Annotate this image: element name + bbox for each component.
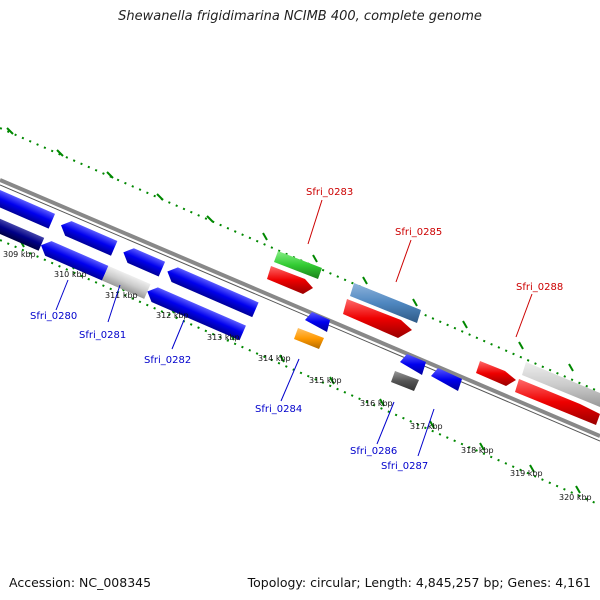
tick-label: 312 kbp <box>156 311 189 320</box>
tick-label: 315 kbp <box>309 376 342 385</box>
gene-label-sfri-0287[interactable]: Sfri_0287 <box>381 461 428 472</box>
gene-labels[interactable]: Sfri_0280 Sfri_0281 Sfri_0282 Sfri_0283 … <box>30 187 563 472</box>
cds-sfri-0288-gray[interactable] <box>522 362 600 407</box>
tick-label: 313 kbp <box>207 333 240 342</box>
cds-sfri-0283[interactable] <box>267 266 313 294</box>
gene-label-sfri-0281[interactable]: Sfri_0281 <box>79 330 126 341</box>
cds-arrow[interactable] <box>120 245 166 277</box>
feature-boxes[interactable] <box>267 251 600 425</box>
gene-label-sfri-0282[interactable]: Sfri_0282 <box>144 355 191 366</box>
tick-label: 318 kbp <box>461 446 494 455</box>
backbone-inner <box>0 184 600 442</box>
cds-arrow[interactable] <box>0 182 56 229</box>
gene-label-sfri-0284[interactable]: Sfri_0284 <box>255 404 302 415</box>
cds-sfri-0284[interactable] <box>305 312 330 332</box>
tick-label: 314 kbp <box>258 354 291 363</box>
tick-label: 317 kbp <box>410 422 443 431</box>
tick-label: 309 kbp <box>3 250 36 259</box>
cds-arrow[interactable] <box>515 379 600 425</box>
tick-label: 310 kbp <box>54 270 87 279</box>
tick-label: 319 kbp <box>510 469 543 478</box>
gene-label-sfri-0283[interactable]: Sfri_0283 <box>306 187 353 198</box>
cds-arrow[interactable] <box>164 264 259 318</box>
gene-callout-lines <box>55 199 533 457</box>
cds-arrow[interactable] <box>38 238 109 281</box>
accession-text: Accession: NC_008345 <box>9 575 152 590</box>
cds-arrow[interactable] <box>0 210 45 251</box>
cds-arrow[interactable] <box>102 265 151 299</box>
gene-label-sfri-0285[interactable]: Sfri_0285 <box>395 227 442 238</box>
cds-sfri-0284-orange[interactable] <box>294 328 324 349</box>
tick-label: 320 kbp <box>559 493 592 502</box>
outer-ring-ticks <box>6 127 574 372</box>
cds-sfri-0288[interactable] <box>476 361 516 386</box>
gene-label-sfri-0288[interactable]: Sfri_0288 <box>516 282 563 293</box>
feature-track[interactable] <box>0 182 259 341</box>
gene-label-sfri-0280[interactable]: Sfri_0280 <box>30 311 77 322</box>
cds-sfri-0286-gray[interactable] <box>391 371 419 391</box>
genome-summary-text: Topology: circular; Length: 4,845,257 bp… <box>247 575 591 590</box>
gene-label-sfri-0286[interactable]: Sfri_0286 <box>350 446 397 457</box>
cds-sfri-0287[interactable] <box>431 368 462 391</box>
tick-label: 311 kbp <box>105 291 138 300</box>
cds-sfri-0285-steel[interactable] <box>350 283 421 323</box>
tick-label: 316 kbp <box>360 399 393 408</box>
tick-labels: 309 kbp 310 kbp 311 kbp 312 kbp 313 kbp … <box>3 250 592 502</box>
backbone-outer <box>0 178 600 438</box>
cds-sfri-0283-green[interactable] <box>274 251 322 279</box>
map-title: Shewanella frigidimarina NCIMB 400, comp… <box>118 9 482 24</box>
cds-arrow[interactable] <box>144 284 246 341</box>
cds-sfri-0285[interactable] <box>343 299 412 338</box>
cds-sfri-0286[interactable] <box>400 354 426 375</box>
cds-arrow[interactable] <box>58 218 118 256</box>
